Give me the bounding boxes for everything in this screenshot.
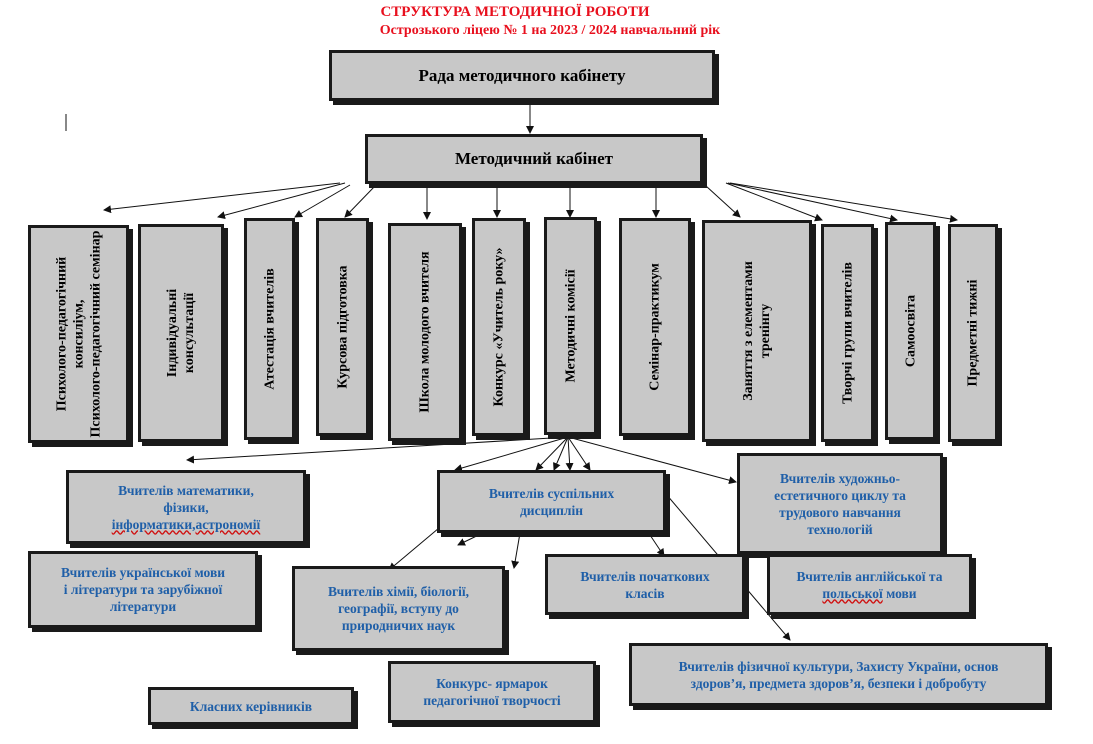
commission-math: Вчителів математики, фізики, інформатики…	[66, 470, 306, 544]
branch-psych-council: Психолого-педагогічний консиліум, Психол…	[28, 225, 129, 443]
branch-attestation: Атестація вчителів	[244, 218, 295, 440]
commission-english: Вчителів англійської та польської мови	[767, 554, 972, 615]
commission-primary-label: Вчителів початкових класів	[580, 568, 710, 601]
commission-chemistry-label: Вчителів хімії, біології, географії, вст…	[327, 584, 470, 633]
commission-primary: Вчителів початкових класів	[545, 554, 745, 615]
branch-courses-label: Курсова підготовка	[335, 265, 350, 389]
branch-self-education-label: Самоосвіта	[903, 294, 918, 368]
council-label: Рада методичного кабінету	[418, 65, 626, 85]
branch-teacher-of-year-label: Конкурс «Учитель року»	[491, 247, 507, 407]
branch-training-sessions-label: Заняття з елементами тренінгу	[741, 261, 773, 401]
commission-art: Вчителів художньо- естетичного циклу та …	[737, 453, 943, 554]
branch-self-education: Самоосвіта	[885, 222, 936, 440]
commission-english-rest: мови	[882, 585, 917, 601]
branch-methodical-commissions: Методичні комісії	[544, 217, 597, 435]
branch-subject-weeks-label: Предметні тижні	[965, 279, 981, 387]
title-line-2: Острозького ліцею № 1 на 2023 / 2024 нав…	[379, 23, 721, 38]
branch-individual-consultations-label: Індивідуальні консультації	[165, 288, 197, 378]
branch-young-teacher-school-label: Школа молодого вчителя	[417, 251, 433, 413]
commission-english-underlined: польської	[822, 585, 883, 601]
cabinet-box: Методичний кабінет	[365, 134, 703, 184]
commission-english-label: Вчителів англійської та	[796, 568, 943, 584]
council-box: Рада методичного кабінету	[329, 50, 715, 101]
title-line-1: СТРУКТУРА МЕТОДИЧНОЇ РОБОТИ	[380, 4, 650, 20]
branch-methodical-commissions-label: Методичні комісії	[563, 269, 578, 383]
commission-social: Вчителів суспільних дисциплін	[437, 470, 666, 533]
cabinet-label: Методичний кабінет	[454, 149, 614, 168]
branch-courses: Курсова підготовка	[316, 218, 369, 436]
contest-fair-label: Конкурс- ярмарок педагогічної творчості	[423, 676, 561, 708]
commission-physical-label: Вчителів фізичної культури, Захисту Укра…	[678, 658, 999, 691]
branch-young-teacher-school: Школа молодого вчителя	[388, 223, 462, 441]
commission-ukrainian: Вчителів української мови і літератури т…	[28, 551, 258, 628]
commission-chemistry: Вчителів хімії, біології, географії, вст…	[292, 566, 505, 651]
branch-seminar-practicum: Семінар-практикум	[619, 218, 691, 436]
branch-attestation-label: Атестація вчителів	[262, 268, 277, 390]
commission-class-leaders: Класних керівників	[148, 687, 354, 725]
commission-math-label: Вчителів математики, фізики,	[118, 482, 254, 515]
commission-ukrainian-label: Вчителів української мови і літератури т…	[60, 565, 226, 614]
commission-physical: Вчителів фізичної культури, Захисту Укра…	[629, 643, 1048, 706]
commission-social-label: Вчителів суспільних дисциплін	[488, 485, 615, 518]
branch-training-sessions: Заняття з елементами тренінгу	[702, 220, 812, 442]
branch-creative-groups: Творчі групи вчителів	[821, 224, 874, 442]
branch-psych-council-label: Психолого-педагогічний консиліум, Психол…	[54, 230, 103, 438]
branch-subject-weeks: Предметні тижні	[948, 224, 998, 442]
commission-math-underlined: інформатики,астрономії	[111, 516, 261, 532]
contest-fair: Конкурс- ярмарок педагогічної творчості	[388, 661, 596, 723]
branch-creative-groups-label: Творчі групи вчителів	[840, 262, 855, 404]
branch-teacher-of-year: Конкурс «Учитель року»	[472, 218, 526, 436]
branch-individual-consultations: Індивідуальні консультації	[138, 224, 224, 442]
commission-class-leaders-label: Класних керівників	[189, 698, 313, 714]
commission-art-label: Вчителів художньо- естетичного циклу та …	[774, 470, 906, 537]
branch-seminar-practicum-label: Семінар-практикум	[647, 263, 663, 391]
